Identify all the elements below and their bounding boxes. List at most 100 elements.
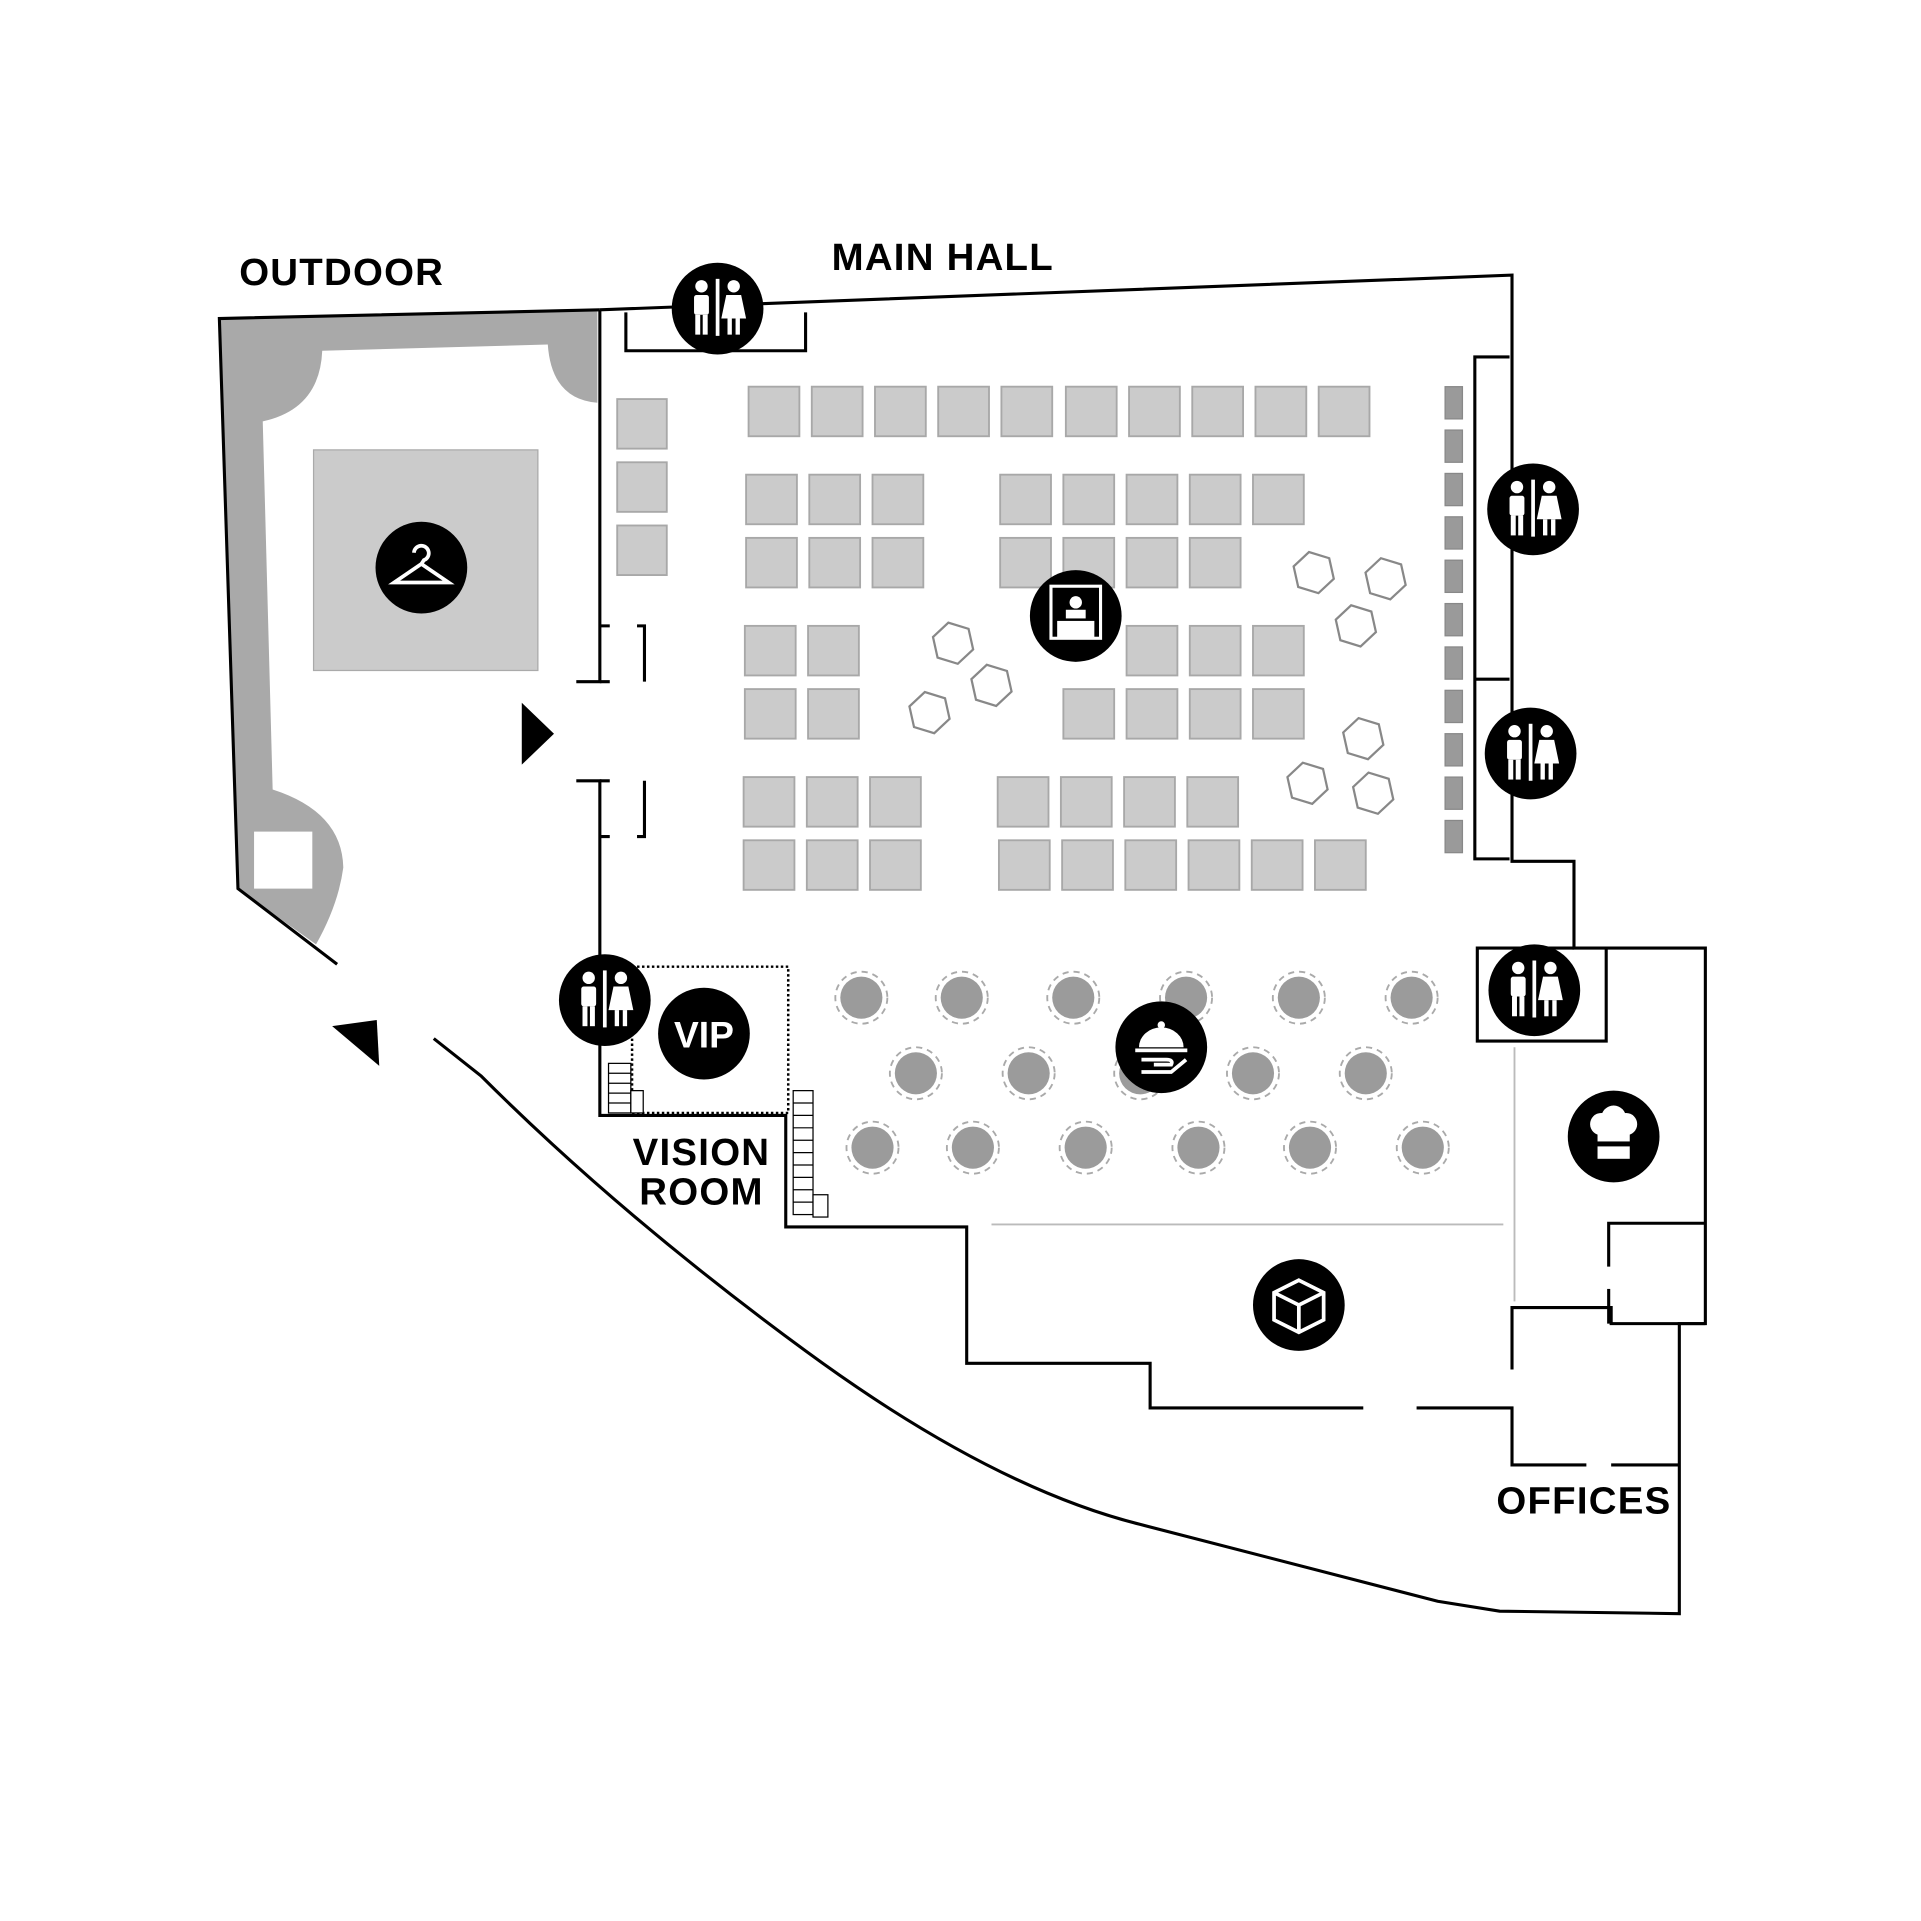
restroom-icon[interactable] bbox=[558, 954, 651, 1047]
round-table-chairs bbox=[1395, 1120, 1450, 1175]
square-table bbox=[1188, 473, 1242, 526]
hexagon-table bbox=[908, 690, 951, 735]
entrance-arrow-icon bbox=[521, 702, 554, 765]
vision-room-label-line1: VISION bbox=[633, 1131, 771, 1174]
square-table bbox=[1187, 839, 1241, 891]
round-table-chairs bbox=[934, 970, 989, 1025]
bar-station bbox=[1444, 689, 1464, 724]
round-table bbox=[1344, 1052, 1387, 1095]
square-table bbox=[1062, 688, 1116, 740]
square-table bbox=[1125, 688, 1179, 740]
square-table bbox=[1191, 385, 1245, 438]
square-table bbox=[874, 385, 927, 438]
round-table-chairs bbox=[1384, 970, 1439, 1025]
square-table bbox=[805, 776, 859, 828]
bar-station bbox=[1444, 472, 1464, 507]
square-table bbox=[1062, 473, 1116, 526]
round-table-chairs bbox=[1046, 970, 1101, 1025]
food-cloche-icon[interactable] bbox=[1115, 1001, 1208, 1094]
square-table bbox=[1188, 688, 1242, 740]
square-table bbox=[742, 839, 796, 891]
square-table bbox=[869, 776, 922, 828]
bar-station bbox=[1444, 602, 1464, 637]
square-table bbox=[1252, 473, 1305, 526]
outdoor-label: OUTDOOR bbox=[239, 251, 444, 294]
outdoor-kiosk bbox=[254, 831, 313, 889]
square-table bbox=[743, 624, 797, 677]
square-table bbox=[807, 688, 860, 740]
round-table bbox=[851, 1126, 894, 1169]
square-tables bbox=[616, 385, 1371, 891]
reception-desk-icon[interactable] bbox=[1029, 570, 1122, 662]
hexagon-table bbox=[1341, 716, 1385, 761]
restroom-icon[interactable] bbox=[1488, 944, 1581, 1037]
hexagon-table bbox=[1334, 604, 1378, 648]
chef-hat-icon[interactable] bbox=[1567, 1090, 1660, 1183]
restroom-icon[interactable] bbox=[1484, 707, 1577, 800]
entrance-arrow-icon bbox=[332, 1019, 380, 1066]
bar-station bbox=[1444, 819, 1464, 854]
square-table bbox=[996, 776, 1050, 828]
bar-station bbox=[1444, 559, 1464, 594]
hexagon-table bbox=[1292, 550, 1336, 595]
square-table bbox=[805, 839, 859, 891]
square-table bbox=[747, 385, 801, 438]
vip-badge[interactable]: VIP bbox=[658, 987, 750, 1080]
hexagon-table bbox=[931, 621, 975, 666]
round-table bbox=[894, 1052, 937, 1095]
round-table bbox=[1052, 976, 1095, 1019]
square-table bbox=[1254, 385, 1308, 438]
square-table bbox=[871, 536, 925, 589]
package-box-icon[interactable] bbox=[1252, 1259, 1345, 1351]
square-table bbox=[616, 461, 668, 513]
round-table-chairs bbox=[834, 970, 889, 1025]
round-table bbox=[1177, 1126, 1220, 1169]
square-table bbox=[937, 385, 990, 438]
bar-station bbox=[1444, 776, 1464, 810]
restroom-icon[interactable] bbox=[671, 262, 764, 355]
outdoor-area bbox=[217, 308, 600, 966]
square-table bbox=[745, 473, 798, 526]
round-table bbox=[940, 976, 983, 1019]
square-table bbox=[1188, 624, 1242, 677]
square-table bbox=[999, 473, 1052, 526]
square-table bbox=[616, 524, 668, 576]
hexagon-cocktail-tables bbox=[908, 550, 1407, 816]
square-table bbox=[999, 536, 1052, 589]
square-table bbox=[1314, 839, 1367, 891]
round-table bbox=[1401, 1126, 1444, 1169]
square-table bbox=[807, 624, 860, 677]
square-table bbox=[1125, 536, 1179, 589]
square-table bbox=[871, 473, 925, 526]
square-table bbox=[808, 536, 862, 589]
square-table bbox=[1128, 385, 1181, 438]
square-table bbox=[745, 536, 798, 589]
hexagon-table bbox=[1351, 771, 1395, 816]
bar-station bbox=[1444, 646, 1464, 680]
square-table bbox=[1000, 385, 1054, 438]
square-table bbox=[1186, 776, 1240, 828]
hanger-icon[interactable] bbox=[375, 521, 468, 614]
round-table bbox=[1390, 976, 1433, 1019]
stairs bbox=[607, 1062, 829, 1218]
square-table bbox=[997, 839, 1051, 891]
round-table bbox=[1231, 1052, 1275, 1095]
restroom-icon[interactable] bbox=[1487, 463, 1579, 556]
square-table bbox=[1252, 624, 1305, 677]
square-table bbox=[810, 385, 864, 438]
square-table bbox=[1061, 839, 1114, 891]
main-hall-label: MAIN HALL bbox=[832, 236, 1054, 279]
round-table bbox=[1064, 1126, 1107, 1169]
round-table-chairs bbox=[1283, 1120, 1337, 1175]
round-table-chairs bbox=[945, 1120, 1000, 1175]
square-table bbox=[1125, 624, 1179, 677]
round-table bbox=[1288, 1126, 1332, 1169]
square-table bbox=[1317, 385, 1371, 438]
square-table bbox=[742, 776, 796, 828]
round-table bbox=[1277, 976, 1320, 1019]
round-table-chairs bbox=[1058, 1120, 1113, 1175]
square-table bbox=[616, 398, 668, 450]
round-table-chairs bbox=[845, 1120, 900, 1175]
square-table bbox=[1250, 839, 1304, 891]
